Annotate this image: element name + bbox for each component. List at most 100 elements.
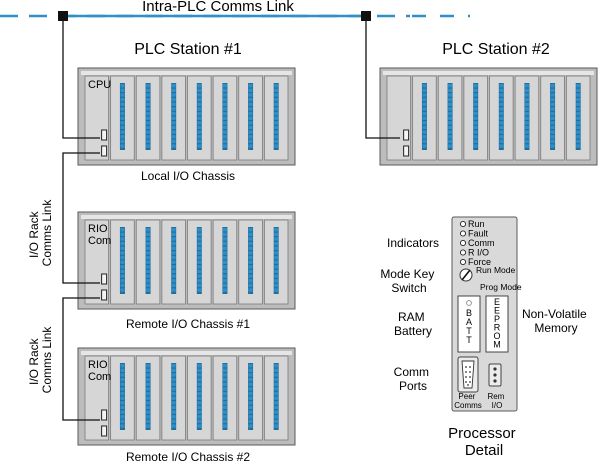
indicator-label: Force	[468, 257, 491, 267]
comm-port-lower	[101, 425, 108, 437]
label-letter: T	[466, 335, 472, 345]
indicator-label: Fault	[468, 229, 489, 239]
label-letter: B	[466, 308, 472, 318]
io-module	[238, 75, 263, 161]
io-rack-comms-link-1	[62, 152, 100, 284]
link-tap-node-1	[58, 11, 68, 21]
led-strip	[222, 83, 228, 150]
led-strip	[171, 83, 177, 150]
io-module	[263, 355, 289, 441]
module-label: CPU	[88, 79, 111, 91]
led-strip	[119, 227, 125, 294]
chassis-top-rail	[81, 215, 292, 219]
chassis-caption-remote-2: Remote I/O Chassis #2	[126, 450, 250, 464]
comm-port-upper	[101, 129, 108, 141]
label-letter: E	[494, 306, 500, 316]
callout-ram-battery: RAM Battery	[394, 310, 432, 338]
io-module	[187, 75, 212, 161]
io-module	[110, 75, 135, 161]
io-module	[135, 75, 161, 161]
module-label: RIO	[88, 359, 108, 371]
label-letter: O	[493, 331, 500, 341]
prog-mode-label: Prog Mode	[480, 282, 522, 292]
label-letter: M	[493, 340, 501, 350]
label-letter: A	[466, 317, 472, 327]
led-strip	[498, 83, 504, 150]
remote-io-port-label: Rem I/O	[487, 392, 506, 410]
rack-link-1-label: I/O Rack Comms Link	[27, 199, 54, 267]
led-strip	[273, 83, 279, 150]
led-strip	[145, 363, 151, 430]
led-strip	[171, 363, 177, 430]
io-module	[238, 355, 263, 441]
ram-battery-compartment	[457, 295, 481, 353]
callout-comm-ports: Comm Ports	[394, 365, 433, 393]
led-strip	[421, 83, 427, 150]
indicator-label: Run	[468, 219, 485, 229]
led-strip	[222, 227, 228, 294]
peer-comms-port-icon	[457, 356, 479, 393]
chassis-top-rail	[383, 71, 594, 75]
led-strip	[196, 363, 202, 430]
io-module	[263, 219, 289, 305]
indicator-label: Comm	[468, 238, 495, 248]
mode-key-switch-icon	[459, 268, 473, 282]
comm-port-lower	[403, 145, 410, 157]
station-2-title: PLC Station #2	[442, 41, 550, 58]
rack-link-2-label: I/O Rack Comms Link	[27, 326, 54, 394]
led-strip	[524, 83, 530, 150]
io-module	[135, 355, 161, 441]
module-label: Com	[88, 235, 111, 247]
intra-plc-comms-link: Intra-PLC Comms Link	[0, 0, 470, 21]
processor-module	[386, 75, 412, 161]
comm-port-upper	[403, 129, 410, 141]
led-strip	[273, 227, 279, 294]
station-1-drop-cable	[62, 21, 100, 139]
station-2-drop-cable	[365, 21, 400, 139]
led-strip	[248, 363, 254, 430]
chassis-caption-local: Local I/O Chassis	[141, 169, 235, 183]
io-module	[187, 355, 212, 441]
indicator-led-icon	[459, 258, 467, 266]
io-module	[489, 75, 514, 161]
indicator-led-icon	[459, 239, 467, 247]
chassis-top-rail	[81, 71, 292, 75]
led-strip	[447, 83, 453, 150]
battery-status-icon	[466, 300, 472, 306]
comm-port-lower	[101, 289, 108, 301]
led-strip	[222, 363, 228, 430]
indicator-label: R I/O	[468, 248, 489, 258]
led-strip	[145, 227, 151, 294]
io-module	[161, 219, 186, 305]
chassis-top-rail	[81, 351, 292, 355]
led-strip	[575, 83, 581, 150]
comm-port-upper	[101, 409, 108, 421]
label-letter: T	[466, 326, 472, 336]
link-tap-node-2	[361, 11, 371, 21]
led-strip	[119, 83, 125, 150]
remote-io-port-icon	[488, 363, 502, 387]
label-letter: E	[494, 297, 500, 307]
led-strip	[196, 83, 202, 150]
io-rack-comms-link-2	[62, 297, 100, 421]
module-label: Com	[88, 371, 111, 383]
peer-comms-port-label: Peer Comms	[454, 392, 482, 410]
io-module	[514, 75, 540, 161]
comm-port-upper	[101, 273, 108, 285]
io-module	[412, 75, 437, 161]
io-module	[463, 75, 488, 161]
io-module	[161, 75, 186, 161]
station-2-io-chassis	[379, 67, 598, 166]
io-module	[540, 75, 565, 161]
comm-port-lower	[101, 145, 108, 157]
indicator-led-icon	[459, 230, 467, 237]
io-module	[187, 219, 212, 305]
led-strip	[273, 363, 279, 430]
callout-indicators: Indicators	[387, 236, 439, 250]
